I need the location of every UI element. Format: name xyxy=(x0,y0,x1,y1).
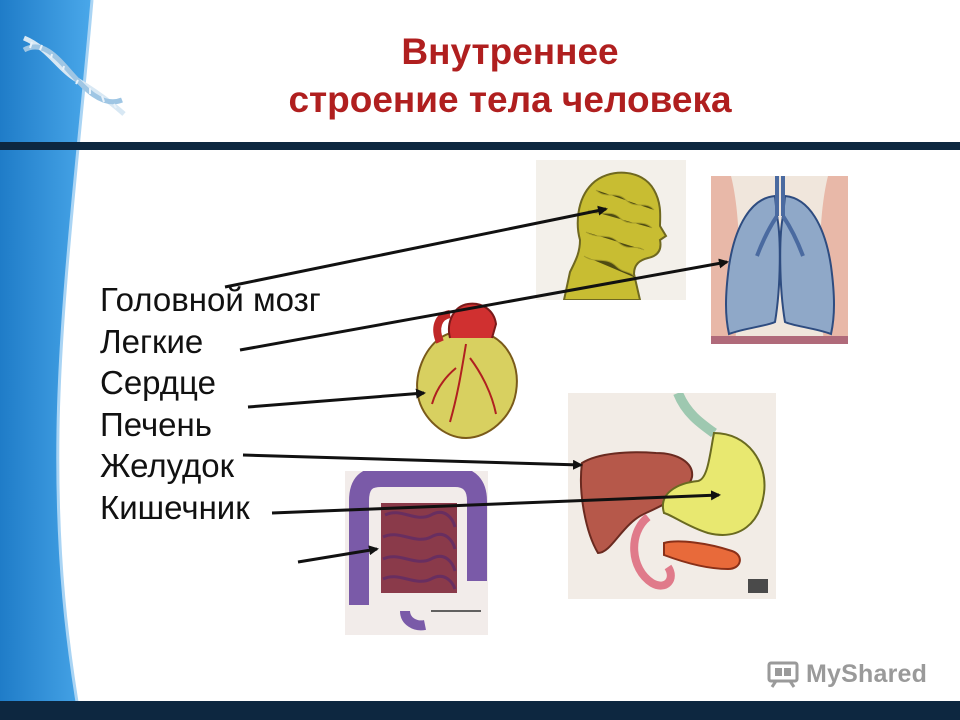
heart-illustration xyxy=(416,302,518,440)
lungs-illustration xyxy=(711,176,848,344)
arrow-heart xyxy=(247,388,426,409)
organ-label-brain: Головной мозг xyxy=(100,281,321,318)
dna-helix-icon xyxy=(22,35,126,116)
organ-label-heart: Сердце xyxy=(100,364,216,401)
watermark: MyShared xyxy=(766,657,927,691)
arrow-stomach xyxy=(271,490,721,515)
arrow-intestines xyxy=(297,545,379,564)
arrow-brain xyxy=(224,205,608,289)
myshared-logo-icon xyxy=(767,661,799,688)
liver-stomach-illustration xyxy=(568,393,776,599)
organ-label-stomach: Желудок xyxy=(100,447,235,484)
slide-title: Внутреннее строение тела человека xyxy=(110,28,910,124)
organ-label-lungs: Легкие xyxy=(100,322,204,360)
title-line-2: строение тела человека xyxy=(288,79,732,120)
arrow-lungs xyxy=(239,258,729,352)
organ-list: Головной мозг Легкие Сердце Печень Желуд… xyxy=(100,279,321,528)
head-brain-illustration xyxy=(536,160,686,300)
organ-label-liver: Печень xyxy=(100,405,212,443)
arrow-liver xyxy=(242,453,583,470)
header-rule xyxy=(0,142,960,150)
organ-label-intestines: Кишечник xyxy=(100,488,250,526)
watermark-text: MyShared xyxy=(806,659,928,688)
title-line-1: Внутреннее xyxy=(401,31,619,72)
footer-bar xyxy=(0,701,960,720)
